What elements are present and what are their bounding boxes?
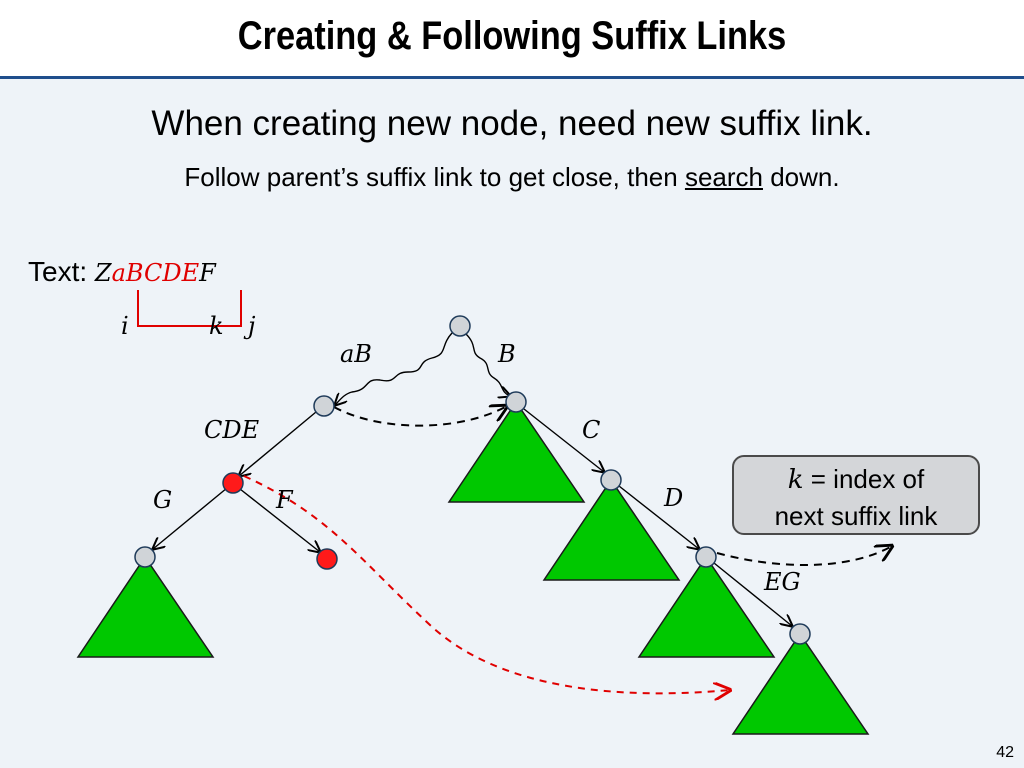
headline: When creating new node, need new suffix …	[151, 104, 873, 143]
edge-label-g: G	[153, 486, 173, 514]
node-new-internal	[222, 472, 244, 494]
text-bracket	[137, 290, 242, 327]
suffix-link-red	[243, 475, 730, 693]
subtree-eg	[731, 632, 870, 735]
node-b	[505, 391, 527, 413]
index-i: i	[121, 312, 129, 340]
edge-b	[465, 333, 510, 396]
subline-before: Follow parent’s suffix link to get close…	[184, 162, 685, 192]
node-d	[695, 546, 717, 568]
text-highlight: aBCDE	[111, 259, 200, 287]
edge-eg	[713, 562, 792, 626]
subtree-d	[637, 555, 776, 658]
edge-label-d: D	[664, 484, 684, 512]
callout-line-1: k = index of	[734, 461, 978, 498]
index-j: j	[248, 312, 256, 340]
edge-cde	[239, 411, 317, 476]
edge-d	[618, 485, 699, 549]
suffix-link-black-2	[716, 546, 892, 566]
subline: Follow parent’s suffix link to get close…	[0, 162, 1024, 193]
callout-line1-rest: = index of	[803, 464, 925, 494]
edge-label-ab: aB	[340, 340, 372, 368]
subtree-c	[542, 478, 681, 581]
slide-number: 42	[996, 744, 1014, 761]
text-prefix: Text:	[28, 256, 95, 287]
subtree-b	[447, 400, 586, 503]
node-c	[600, 469, 622, 491]
subline-underlined: search	[684, 162, 763, 192]
subtree-left	[76, 555, 215, 658]
node-new-leaf	[316, 548, 338, 570]
edge-label-f: F	[276, 486, 293, 514]
title-bar	[0, 0, 1024, 76]
edge-label-b: B	[498, 340, 516, 368]
edge-g	[153, 487, 228, 549]
text-f: F	[199, 259, 216, 287]
suffix-link-black-1	[333, 406, 507, 427]
edge-label-c: C	[582, 416, 601, 444]
node-eg	[789, 623, 811, 645]
edge-label-cde: CDE	[204, 416, 260, 444]
subline-after: down.	[762, 162, 840, 192]
edge-f	[239, 488, 320, 552]
index-k: k	[209, 312, 224, 340]
node-g	[134, 546, 156, 568]
slide-title: Creating & Following Suffix Links	[237, 14, 787, 58]
edge-ab	[335, 332, 453, 405]
title-rule	[0, 76, 1024, 79]
callout-var: k	[787, 465, 804, 495]
edge-label-eg: EG	[764, 568, 801, 596]
text-z: Z	[94, 259, 112, 287]
node-ab	[313, 395, 335, 417]
callout-box: k = index of next suffix link	[732, 455, 980, 535]
callout-line-2: next suffix link	[774, 501, 938, 531]
node-root	[449, 315, 471, 337]
edge-c	[523, 408, 604, 472]
text-label: Text: ZaBCDEF	[28, 256, 216, 288]
